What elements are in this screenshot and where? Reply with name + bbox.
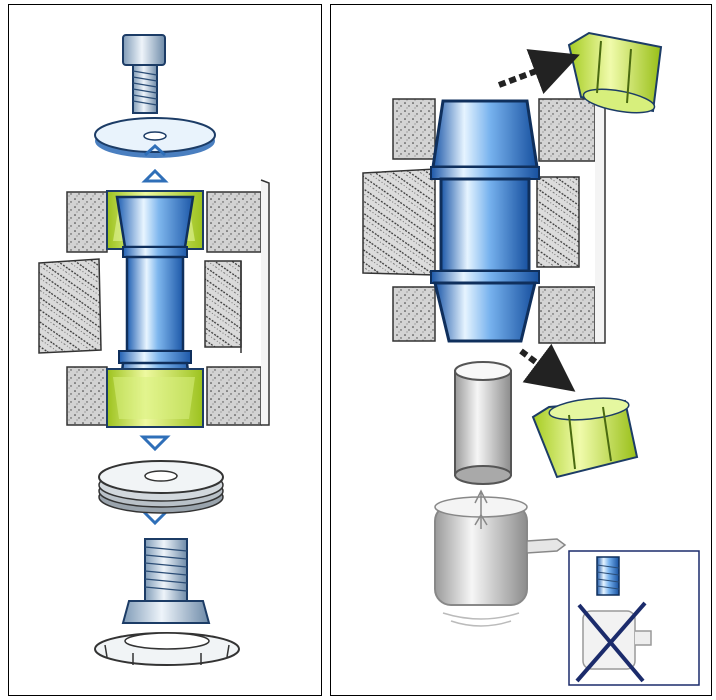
up-arrow-icon (141, 168, 169, 183)
metal-pin-icon (430, 99, 540, 343)
housing (38, 179, 270, 426)
press-tool-icon (434, 489, 567, 627)
washer-stack-icon (98, 460, 224, 514)
dashed-arrow-icon (497, 49, 580, 95)
up-arrow-icon (143, 143, 167, 157)
crossed-out-icon (568, 550, 700, 686)
down-arrow-icon (139, 435, 171, 452)
right-panel (330, 4, 712, 696)
nut-icon (94, 538, 240, 666)
right-panel-drawing (362, 31, 700, 686)
green-bushing-icon (531, 397, 639, 479)
green-bushing-icon (106, 368, 204, 428)
left-panel (8, 4, 322, 696)
dashed-arrow-icon (519, 343, 576, 392)
sleeve-icon (454, 361, 512, 485)
bolt-icon (122, 34, 166, 114)
left-panel-drawing (38, 34, 270, 666)
washer-icon (94, 117, 216, 158)
